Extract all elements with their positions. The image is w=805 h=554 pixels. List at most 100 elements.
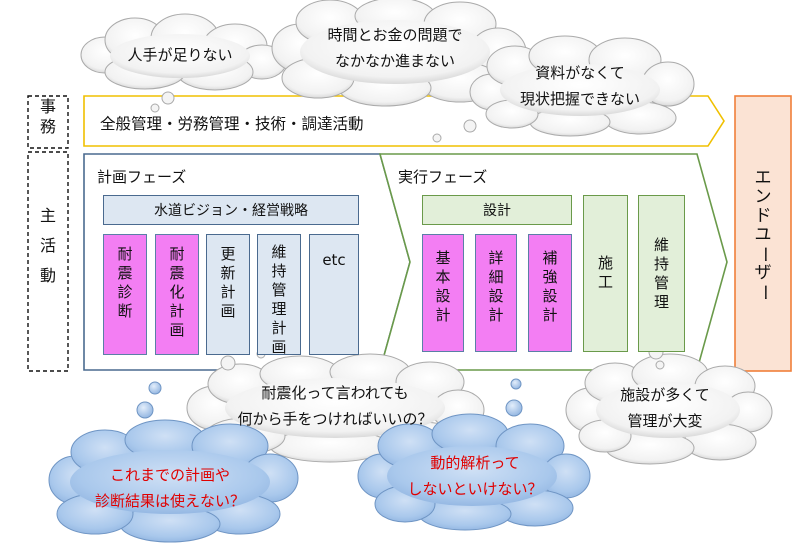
end-user-label: エ ン ド ユ ー ザ ー (735, 168, 791, 302)
construction-box: 施 工 (583, 195, 628, 352)
jimu-char-1: 事 (39, 97, 56, 116)
shukatsudo-char-3: 動 (39, 266, 56, 285)
cloud-line: 現状把握できない (519, 90, 640, 108)
design-item-char: 設 (435, 287, 451, 305)
construction-char: 施 (597, 254, 613, 272)
plan-item-char: 更 (220, 245, 236, 263)
design-item-char: 補 (542, 249, 558, 267)
design-item-char: 詳 (488, 249, 504, 267)
cloud-dynamic (357, 413, 591, 531)
plan-item-seismic-diagnosis: 耐 震 診 断 (103, 234, 147, 355)
maintenance-char: 維 (653, 236, 669, 254)
plan-item-char: 震 (117, 264, 133, 282)
plan-item-char: 断 (117, 302, 133, 320)
shukatsudo-char-1: 主 (39, 206, 56, 225)
shukatsudo-label-box (27, 151, 69, 372)
plan-item-char: 化 (169, 283, 185, 301)
construction-char: 工 (597, 273, 613, 291)
plan-item-seismic-plan: 耐 震 化 計 画 (155, 234, 199, 355)
cloud-line: 耐震化って言われても (261, 384, 409, 402)
thought-bubbles-top (150, 91, 477, 143)
end-user-char: ー (753, 246, 774, 263)
jimu-label: 事 務 (28, 99, 68, 147)
cloud-line: 管理が大変 (627, 412, 703, 430)
design-item-reinforcement: 補 強 設 計 (528, 234, 572, 352)
plan-item-char: 診 (117, 283, 133, 301)
plan-item-char: 管 (271, 281, 287, 299)
cloud-line: 診断結果は使えない？ (94, 492, 245, 510)
cloud-staff (80, 13, 287, 91)
design-item-char: 強 (542, 268, 558, 286)
plan-item-renewal-plan: 更 新 計 画 (206, 234, 250, 355)
maintenance-char: 管 (653, 274, 669, 292)
cloud-seismic-what-text: 耐震化って言われても 何から手をつければいいの？ (230, 380, 440, 432)
cloud-line: 何から手をつければいいの？ (237, 410, 433, 428)
cloud-documents (469, 35, 695, 137)
plan-item-char: 震 (169, 264, 185, 282)
cloud-line: 資料がなくて (535, 64, 625, 82)
cloud-line: しないといけない？ (407, 480, 543, 498)
etc-label: etc (322, 251, 346, 269)
plan-item-char: 新 (220, 264, 236, 282)
jimu-label-box (27, 95, 69, 149)
design-item-char: 計 (542, 306, 558, 324)
design-item-detailed: 詳 細 設 計 (475, 234, 517, 352)
design-item-char: 計 (488, 306, 504, 324)
cloud-staff-text: 人手が足りない (120, 42, 240, 68)
cloud-time-money-text: 時間とお金の問題で なかなか進まない (310, 22, 480, 74)
design-box: 設計 (422, 195, 572, 225)
cloud-line: 時間とお金の問題で (327, 26, 463, 44)
end-user-char: ド (754, 206, 772, 226)
end-user-char: ン (754, 187, 772, 207)
strategy-label: 水道ビジョン・経営戦略 (154, 203, 308, 219)
strategy-box: 水道ビジョン・経営戦略 (103, 195, 359, 225)
design-item-char: 計 (435, 306, 451, 324)
shukatsudo-char-2: 活 (39, 236, 56, 255)
end-user-char: ザ (754, 263, 772, 283)
design-item-char: 基 (435, 249, 451, 267)
plan-item-char: 画 (271, 338, 287, 356)
cloud-line: 人手が足りない (127, 46, 233, 64)
cloud-past-plans-text: これまでの計画や 診断結果は使えない？ (80, 462, 260, 514)
end-user-box (734, 95, 792, 372)
maintenance-char: 理 (653, 293, 669, 311)
cloud-facilities (565, 353, 773, 465)
cloud-dynamic-text: 動的解析って しないといけない？ (400, 450, 550, 502)
design-item-basic: 基 本 設 計 (422, 234, 464, 352)
cloud-line: 動的解析って (430, 454, 520, 472)
plan-item-char: 計 (220, 283, 236, 301)
cloud-line: これまでの計画や (109, 466, 230, 484)
plan-item-char: 画 (169, 321, 185, 339)
design-item-char: 細 (488, 268, 504, 286)
thought-bubbles-bottom-blue (136, 378, 523, 419)
design-item-char: 本 (435, 268, 451, 286)
cloud-documents-text: 資料がなくて 現状把握できない (505, 60, 655, 112)
end-user-char: ー (753, 284, 774, 301)
design-item-char: 設 (488, 287, 504, 305)
cloud-line: 施設が多くて (620, 386, 710, 404)
plan-item-char: 画 (220, 302, 236, 320)
maintenance-char: 持 (653, 255, 669, 273)
execution-phase-title: 実行フェーズ (398, 168, 488, 186)
plan-item-char: 理 (271, 300, 287, 318)
end-user-char: エ (754, 168, 772, 188)
planning-phase-title: 計画フェーズ (97, 168, 187, 186)
plan-item-char: 維 (271, 243, 287, 261)
plan-item-char: 耐 (117, 245, 133, 263)
cloud-facilities-text: 施設が多くて 管理が大変 (600, 382, 730, 434)
plan-item-char: 耐 (169, 245, 185, 263)
plan-item-maintenance-plan: 維 持 管 理 計 画 (257, 234, 301, 356)
design-item-char: 設 (542, 287, 558, 305)
plan-item-etc: etc (309, 234, 359, 355)
shukatsudo-label: 主 活 動 (28, 208, 68, 284)
plan-item-char: 持 (271, 262, 287, 280)
design-label: 設計 (483, 203, 511, 219)
maintenance-box: 維 持 管 理 (638, 195, 685, 352)
cloud-time-money (271, 0, 527, 107)
jimu-char-2: 務 (39, 117, 56, 136)
cloud-line: なかなか進まない (334, 52, 455, 70)
admin-bar-label: 全般管理・労務管理・技術・調達活動 (100, 115, 364, 133)
end-user-char: ユ (754, 225, 772, 245)
cloud-past-plans (48, 419, 299, 543)
plan-item-char: 計 (271, 319, 287, 337)
